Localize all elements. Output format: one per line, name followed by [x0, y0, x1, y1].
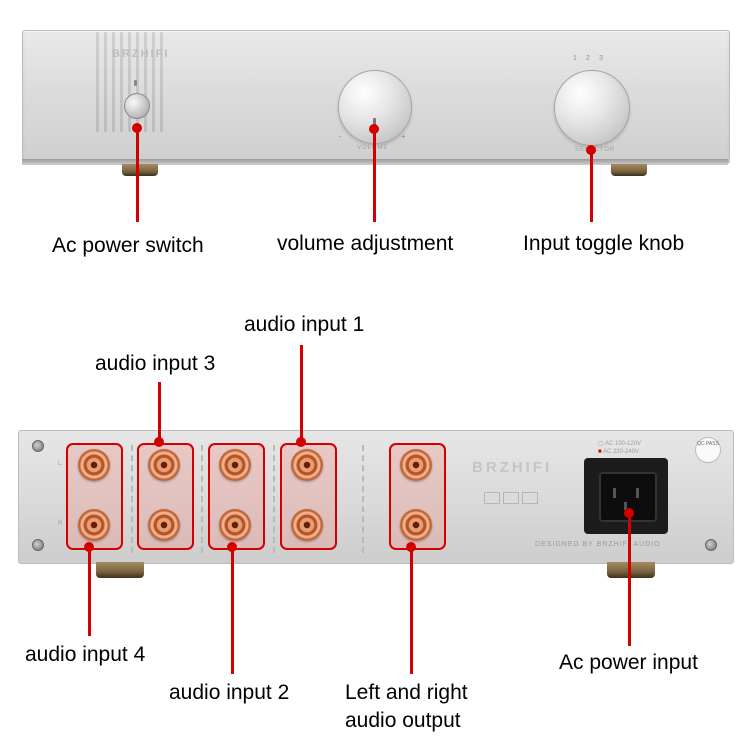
rca-jack-input-3-left[interactable]	[148, 449, 180, 481]
inlet-pin	[613, 488, 616, 498]
front-right-foot	[611, 164, 647, 176]
label-audio-input-4: audio input 4	[25, 643, 146, 666]
label-audio-input-3: audio input 3	[95, 352, 216, 375]
label-input-toggle-knob: Input toggle knob	[523, 232, 685, 255]
callout-line-power-switch	[136, 128, 139, 222]
callout-line-ac-power-input	[628, 512, 631, 646]
designed-by-text: DESIGNED BY BRZHIFI AUDIO	[535, 541, 661, 548]
callout-line-audio-input-1	[300, 345, 303, 440]
channel-left-label: L	[58, 461, 62, 467]
volume-minus-label: -	[339, 132, 342, 141]
callout-line-audio-input-2	[231, 546, 234, 674]
label-audio-input-1: audio input 1	[244, 313, 365, 336]
label-lr-output-line2: audio output	[345, 709, 461, 732]
selector-knob[interactable]	[554, 70, 630, 146]
volume-plus-label: +	[401, 132, 406, 141]
warning-icon	[484, 492, 500, 504]
power-indicator	[134, 80, 137, 86]
rear-brand-logo: BRZHIFI	[472, 459, 553, 476]
screw-bottom-right	[705, 539, 717, 551]
label-volume-adjustment: volume adjustment	[277, 232, 454, 255]
front-left-foot	[122, 164, 158, 176]
callout-line-volume	[373, 129, 376, 222]
callout-dot-audio-input-1	[296, 437, 306, 447]
rca-jack-input-2-right[interactable]	[219, 509, 251, 541]
inlet-pin	[636, 488, 639, 498]
label-lr-output-line1: Left and right	[345, 681, 468, 704]
selector-position-2: 2	[586, 55, 590, 62]
rear-left-foot	[96, 562, 144, 578]
label-ac-power-input: Ac power input	[559, 651, 698, 674]
rca-jack-input-3-right[interactable]	[148, 509, 180, 541]
rear-right-foot	[607, 562, 655, 578]
screw-bottom-left	[32, 539, 44, 551]
inlet-pin	[624, 502, 627, 510]
volume-indicator	[373, 118, 376, 125]
callout-line-audio-input-4	[88, 546, 91, 636]
certification-icon	[503, 492, 519, 504]
selector-position-1: 1	[573, 55, 577, 62]
rca-jack-input-1-left[interactable]	[291, 449, 323, 481]
rca-jack-output-left[interactable]	[400, 449, 432, 481]
label-lr-output: Left and right audio output	[345, 679, 468, 735]
front-vent-grille	[96, 32, 166, 132]
rca-jack-output-right[interactable]	[400, 509, 432, 541]
power-switch-knob[interactable]	[124, 93, 150, 119]
callout-dot-audio-input-3	[154, 437, 164, 447]
channel-right-label: R	[58, 521, 63, 527]
divider	[131, 445, 133, 553]
ac-voltage-label: ■ AC 220-240V	[598, 449, 639, 455]
divider	[201, 445, 203, 553]
callout-line-audio-input-3	[158, 382, 161, 440]
callout-line-selector	[590, 150, 593, 222]
rca-jack-input-2-left[interactable]	[219, 449, 251, 481]
rca-jack-input-4-left[interactable]	[78, 449, 110, 481]
rca-jack-input-1-right[interactable]	[291, 509, 323, 541]
screw-top-left	[32, 440, 44, 452]
label-ac-power-switch: Ac power switch	[52, 234, 204, 257]
front-brand-logo: BRZHIFI	[112, 48, 170, 60]
recycle-icon	[522, 492, 538, 504]
volume-text: VOLUME	[357, 145, 388, 151]
qc-pass-badge: QC PASS	[695, 437, 721, 463]
divider	[273, 445, 275, 553]
callout-line-audio-output	[410, 546, 413, 674]
rca-jack-input-4-right[interactable]	[78, 509, 110, 541]
label-audio-input-2: audio input 2	[169, 681, 290, 704]
divider	[362, 445, 364, 553]
ac-voltage-label: ▢ AC 100-120V	[598, 441, 642, 447]
selector-position-3: 3	[599, 55, 603, 62]
